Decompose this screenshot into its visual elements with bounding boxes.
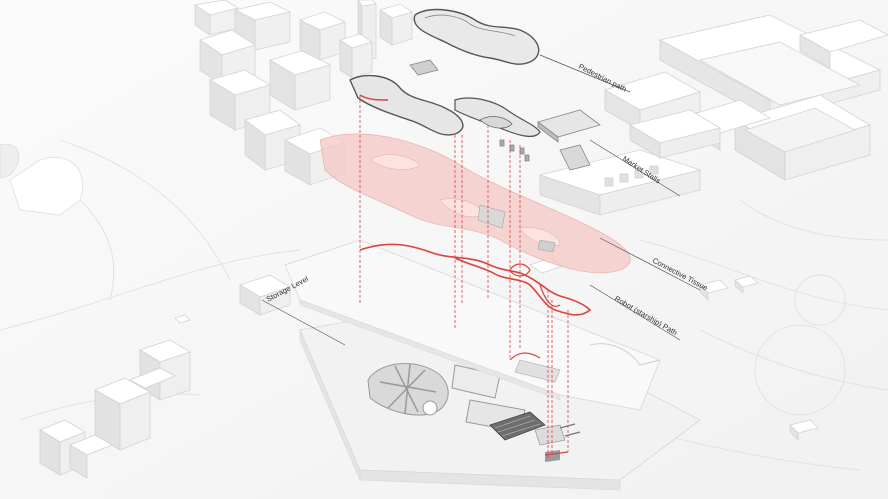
- robot-path-lower: [509, 352, 569, 456]
- building-cluster-top-left: [193, 0, 413, 186]
- street-map-lines: [0, 139, 888, 471]
- leader-lines: [261, 54, 701, 346]
- market-stall-blocks: [538, 109, 722, 216]
- connective-tissue-layer: [319, 133, 631, 274]
- storage-level-platform: [299, 299, 701, 491]
- building-cluster-bottom-left: [39, 274, 291, 479]
- projection-lines: [359, 95, 569, 460]
- right-small-blocks: [529, 257, 819, 441]
- market-stall-pieces: [409, 59, 601, 171]
- left-plaza: [0, 143, 84, 216]
- building-complex-top-right: [603, 14, 888, 181]
- pedestrian-path-ribbon: [349, 8, 541, 138]
- robot-path: [359, 94, 592, 316]
